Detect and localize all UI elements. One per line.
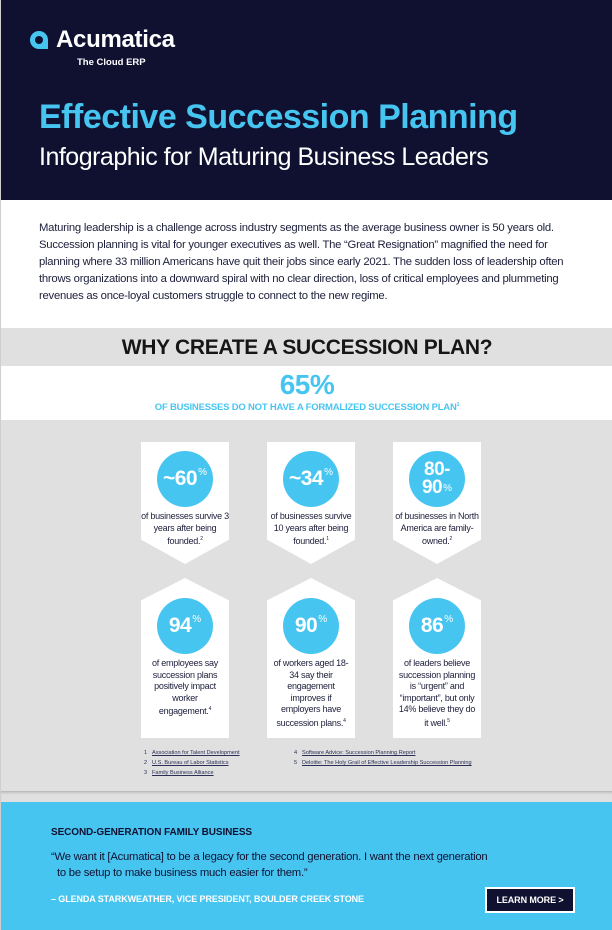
page-title: Effective Succession Planning bbox=[39, 98, 518, 136]
footnote-link[interactable]: Family Business Alliance bbox=[152, 770, 214, 776]
footnote-item: 5 Deloitte: The Holy Grail of Effective L… bbox=[294, 758, 472, 768]
testimonial-author: – GLENDA STARKWEATHER, VICE PRESIDENT, B… bbox=[51, 894, 364, 904]
stat-description: of businesses survive 3 years after bein… bbox=[139, 511, 231, 548]
stat-text: of businesses survive 10 years after bei… bbox=[270, 511, 352, 546]
stat-circle: 86% bbox=[409, 598, 465, 654]
stat-description: of employees say succession plans positi… bbox=[147, 658, 223, 718]
stat-circle: ~60% bbox=[157, 451, 213, 507]
stat-circle: 94% bbox=[157, 598, 213, 654]
stat-unit: % bbox=[198, 467, 208, 478]
section-heading: WHY CREATE A SUCCESSION PLAN? bbox=[121, 336, 493, 359]
footnote-ref: 2 bbox=[449, 536, 453, 542]
stat-value: 86 bbox=[420, 614, 444, 637]
stat-unit: % bbox=[192, 614, 202, 625]
intro-paragraph: Maturing leadership is a challenge acros… bbox=[39, 222, 564, 302]
stat-circle: 90% bbox=[283, 598, 339, 654]
stat-circle: 80- 90% bbox=[409, 451, 465, 507]
stat-description: of businesses survive 10 years after bei… bbox=[265, 511, 357, 548]
stat-description: of workers aged 18-34 say their engageme… bbox=[271, 658, 351, 729]
page-subtitle: Infographic for Maturing Business Leader… bbox=[39, 143, 489, 171]
stat-unit: % bbox=[318, 614, 328, 625]
testimonial-band: SECOND-GENERATION FAMILY BUSINESS “We wa… bbox=[1, 802, 612, 930]
stat-text: of workers aged 18-34 say their engageme… bbox=[273, 658, 349, 728]
stat-unit: % bbox=[444, 614, 454, 625]
footnote-number: 2 bbox=[144, 760, 148, 766]
stat-unit: % bbox=[324, 467, 334, 478]
hero-header: Acumatica The Cloud ERP Effective Succes… bbox=[1, 0, 612, 200]
stat-value: ~60 bbox=[162, 467, 198, 490]
footnote-link[interactable]: Association for Talent Development bbox=[152, 750, 240, 756]
footnote-link[interactable]: Deloitte: The Holy Grail of Effective Le… bbox=[302, 760, 472, 766]
brand-tagline: The Cloud ERP bbox=[77, 57, 146, 68]
footnote-item: 1 Association for Talent Development bbox=[144, 748, 240, 758]
stat-unit: % bbox=[443, 482, 453, 494]
section-divider bbox=[1, 791, 612, 802]
footnotes-column-2: 4 Software Advice: Succession Planning Re… bbox=[294, 748, 472, 768]
why-heading-band: WHY CREATE A SUCCESSION PLAN? bbox=[1, 328, 612, 366]
stat-value-line2-row: 90% bbox=[421, 476, 453, 498]
acumatica-logo-icon bbox=[29, 30, 49, 50]
intro-section: Maturing leadership is a challenge acros… bbox=[1, 200, 612, 328]
footnote-item: 2 U.S. Bureau of Labor Statistics bbox=[144, 758, 240, 768]
brand-logo[interactable]: Acumatica bbox=[29, 28, 175, 52]
footnote-ref: 1 bbox=[326, 536, 329, 542]
footnote-ref: 1 bbox=[456, 402, 460, 408]
stat-circle: ~34% bbox=[283, 451, 339, 507]
footnote-ref: 2 bbox=[200, 536, 203, 542]
stat-description: of leaders believe succession planning i… bbox=[397, 658, 477, 729]
stat-description: of businesses in North America are famil… bbox=[391, 511, 483, 548]
learn-more-button[interactable]: LEARN MORE > bbox=[485, 887, 575, 913]
stat-value: 90 bbox=[294, 614, 318, 637]
footnote-ref: 4 bbox=[208, 706, 212, 712]
testimonial-title: SECOND-GENERATION FAMILY BUSINESS bbox=[51, 827, 252, 838]
testimonial-quote: “We want it [Acumatica] to be a legacy f… bbox=[51, 849, 531, 881]
stat-value: 94 bbox=[168, 614, 192, 637]
footnotes-column-1: 1 Association for Talent Development 2 U.S… bbox=[144, 748, 240, 778]
footnote-number: 3 bbox=[144, 770, 148, 776]
footnote-link[interactable]: Software Advice: Succession Planning Rep… bbox=[302, 750, 416, 756]
stat-text: of leaders believe succession planning i… bbox=[398, 658, 476, 728]
headline-stat-band: 65% OF BUSINESSES DO NOT HAVE A FORMALIZ… bbox=[1, 366, 612, 420]
stat-text: of businesses in North America are famil… bbox=[395, 511, 479, 546]
headline-stat-value: 65% bbox=[279, 369, 335, 400]
stats-cards: ~60% of businesses survive 3 years after… bbox=[1, 420, 612, 791]
brand-name: Acumatica bbox=[56, 26, 175, 53]
footnote-item: 3 Family Business Alliance bbox=[144, 768, 240, 778]
stat-value-line2: 90 bbox=[421, 476, 443, 498]
footnote-number: 1 bbox=[144, 750, 148, 756]
footnote-ref: 4 bbox=[343, 717, 346, 724]
stat-value-line1: 80- bbox=[424, 458, 450, 480]
headline-caption-text: OF BUSINESSES DO NOT HAVE A FORMALIZED S… bbox=[154, 402, 457, 414]
footnote-link[interactable]: U.S. Bureau of Labor Statistics bbox=[152, 760, 229, 766]
stat-value: ~34 bbox=[288, 467, 324, 490]
stat-text: of employees say succession plans positi… bbox=[151, 658, 219, 716]
quote-line-2: to be setup to make business much easier… bbox=[57, 867, 308, 879]
quote-line-1: “We want it [Acumatica] to be a legacy f… bbox=[51, 851, 488, 863]
footnote-number: 5 bbox=[294, 760, 298, 766]
footnote-item: 4 Software Advice: Succession Planning Re… bbox=[294, 748, 472, 758]
footnote-ref: 5 bbox=[447, 717, 450, 724]
footnote-number: 4 bbox=[294, 750, 298, 756]
stat-text: of businesses survive 3 years after bein… bbox=[141, 511, 229, 546]
headline-stat-caption: OF BUSINESSES DO NOT HAVE A FORMALIZED S… bbox=[1, 402, 612, 413]
